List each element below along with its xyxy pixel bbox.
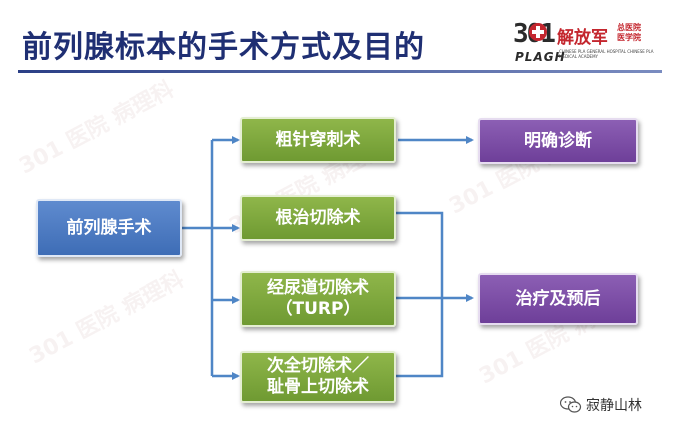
logo-subtitle: 总医院 医学院 xyxy=(617,23,657,43)
merge-line-subtotal xyxy=(396,298,444,378)
logo-abbr: PLAGH xyxy=(515,50,566,64)
node-needle-biopsy: 粗针穿刺术 xyxy=(240,117,396,163)
node-turp-line2: （TURP） xyxy=(275,299,361,319)
node-turp: 经尿道切除术 （TURP） xyxy=(240,271,396,327)
title-underline xyxy=(18,70,662,73)
node-subtotal-line1: 次全切除术／ xyxy=(267,356,369,376)
wechat-icon xyxy=(560,396,582,413)
hospital-logo: 301 解放军 总医院 医学院 PLAGH CHINESE PLA GENERA… xyxy=(513,19,663,67)
node-radical-resection: 根治切除术 xyxy=(240,195,396,241)
node-subtotal-resection: 次全切除术／ 耻骨上切除术 xyxy=(240,351,396,403)
logo-subtitle-line2: 医学院 xyxy=(617,33,641,42)
logo-name: 解放军 xyxy=(557,28,608,48)
account-name: 寂静山林 xyxy=(586,398,642,414)
red-cross-icon xyxy=(529,23,547,41)
node-subtotal-line2: 耻骨上切除术 xyxy=(267,377,369,397)
wechat-account: 寂静山林 xyxy=(560,395,642,415)
logo-english: CHINESE PLA GENERAL HOSPITAL CHINESE PLA… xyxy=(559,49,654,59)
node-prostate-surgery: 前列腺手术 xyxy=(36,199,182,257)
node-treatment-prognosis: 治疗及预后 xyxy=(478,273,638,325)
node-diagnosis: 明确诊断 xyxy=(478,118,638,164)
page-title: 前列腺标本的手术方式及目的 xyxy=(22,30,425,65)
logo-subtitle-line1: 总医院 xyxy=(617,23,641,32)
merge-line-radical xyxy=(396,211,444,298)
node-turp-line1: 经尿道切除术 xyxy=(267,278,369,298)
